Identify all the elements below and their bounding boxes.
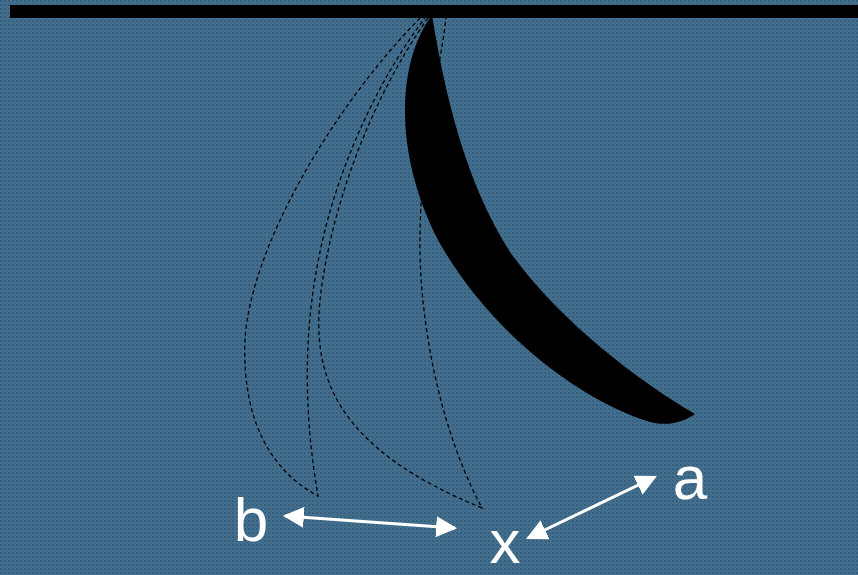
- double-arrow: [285, 516, 455, 528]
- point-label: b: [234, 489, 268, 551]
- ceiling-bar: [10, 5, 858, 18]
- point-label: a: [673, 447, 707, 509]
- blade: [405, 15, 695, 424]
- dashed-blade-position: [245, 18, 425, 496]
- point-label: x: [490, 511, 521, 573]
- double-arrow: [528, 477, 655, 538]
